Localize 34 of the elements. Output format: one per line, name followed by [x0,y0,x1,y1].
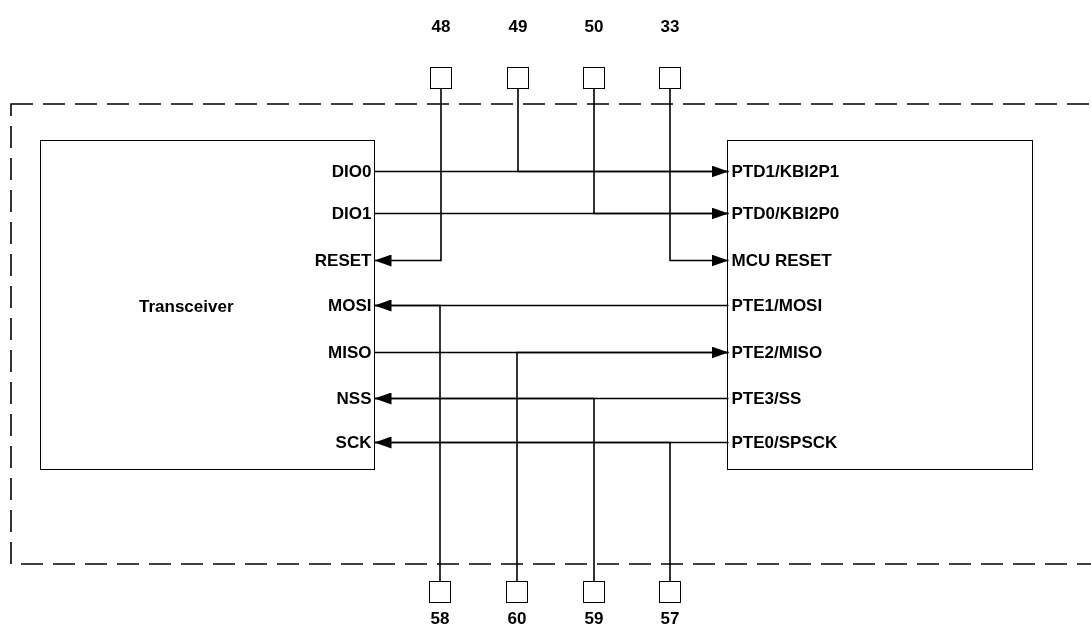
pin-number: 58 [429,609,451,629]
connection-line [516,351,730,582]
pin-number: 49 [507,17,529,37]
pin-label: RESET [251,250,372,271]
pin-label: MOSI [271,295,372,316]
connection-line [373,441,671,582]
pin-number: 60 [506,609,528,629]
pin-label: PTD0/KBI2P0 [731,203,912,224]
dashed-boundary [10,103,1091,565]
pin-label: PTD1/KBI2P1 [731,161,912,182]
pin-label: DIO0 [271,161,372,182]
pin-number: 57 [659,609,681,629]
pin-label: DIO1 [271,203,372,224]
pin-label: PTE3/SS [731,388,912,409]
pin-label: PTE0/SPSCK [731,432,912,453]
connection-line [593,88,730,215]
block-label: Transceiver [139,297,234,317]
pin-label: SCK [271,432,372,453]
chip-block [40,140,375,470]
arrow [373,88,442,267]
pin-label: MISO [271,342,372,363]
chip-block [727,140,1033,470]
connection-line [517,88,730,173]
pin-label: MCU RESET [731,250,912,271]
pin-number: 48 [430,17,452,37]
connection-line [373,397,595,582]
pin-number: 50 [583,17,605,37]
pin-label: NSS [271,388,372,409]
pin-number: 59 [583,609,605,629]
pin-number: 33 [659,17,681,37]
pin-label: PTE2/MISO [731,342,912,363]
connection-line [373,304,441,582]
pin-label: PTE1/MOSI [731,295,912,316]
arrow [669,88,730,267]
